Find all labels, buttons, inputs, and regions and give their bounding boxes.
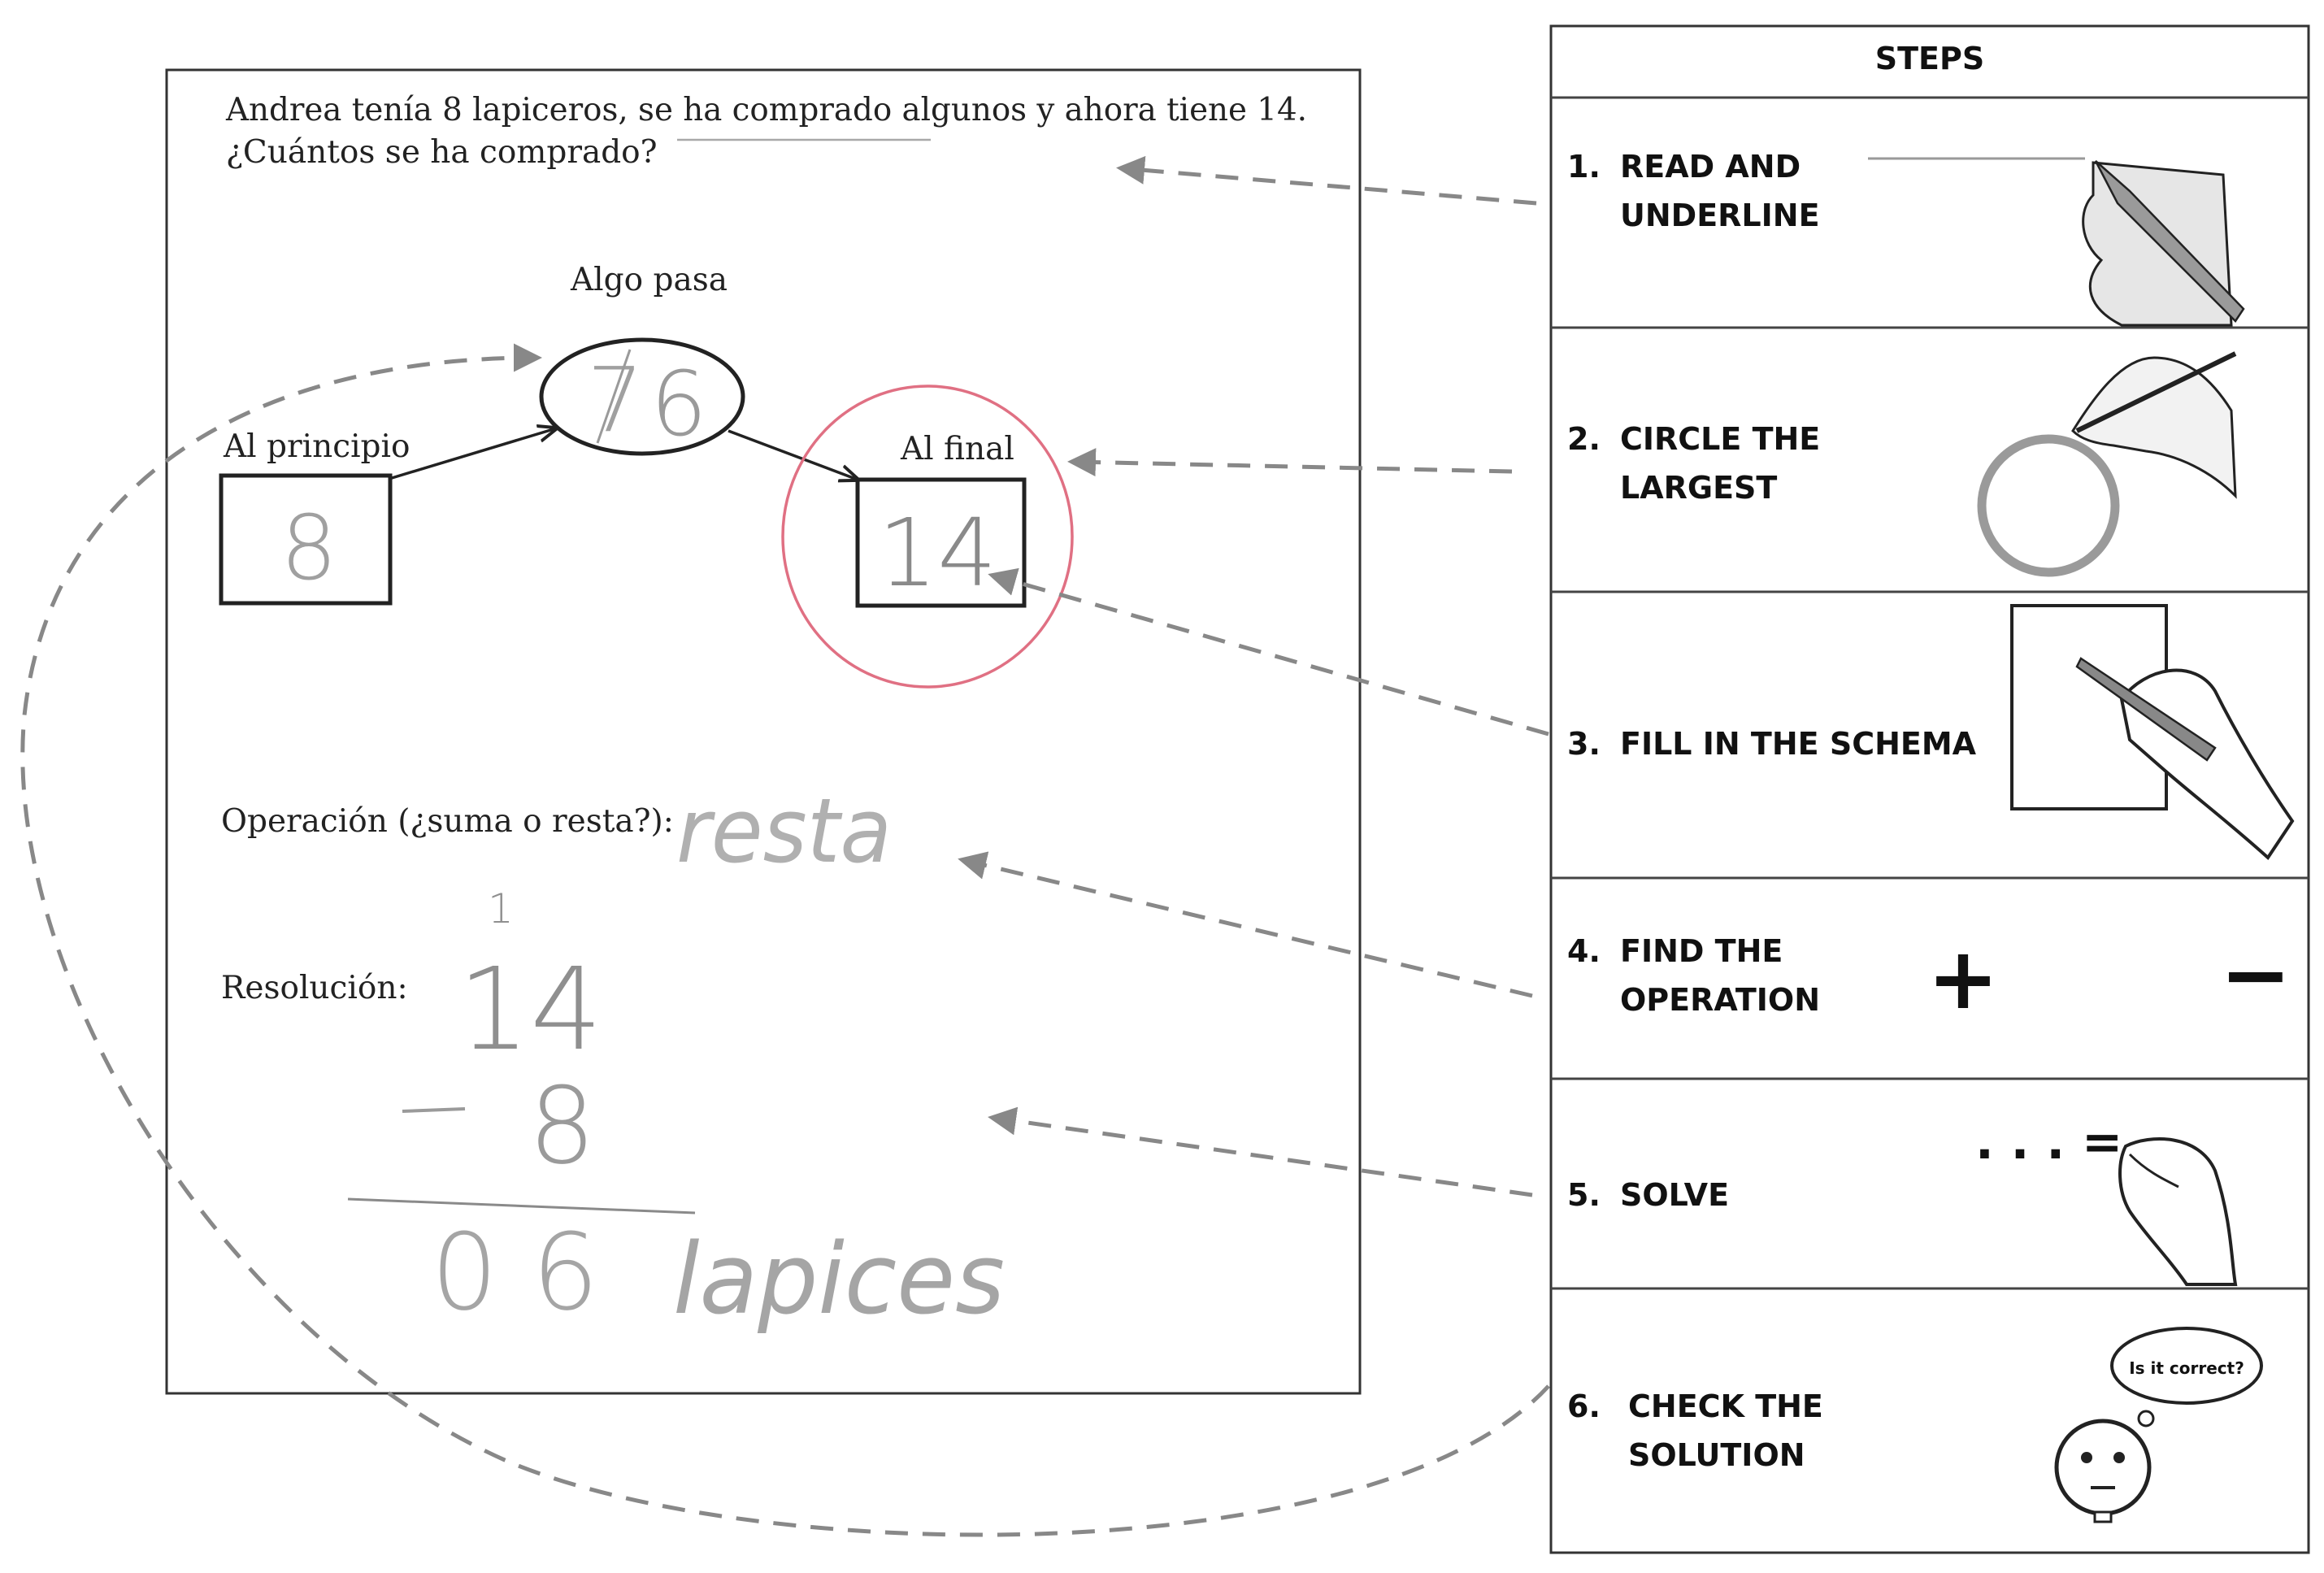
plus-sign: + [1927,929,1999,1028]
hand-solve-icon: . . . = [1975,1114,2238,1286]
step-label: CHECK THE [1628,1388,1823,1424]
step-2: 2. CIRCLE THE LARGEST [1567,351,2237,577]
step-number: 6. [1567,1388,1601,1424]
hand-end-value: 14 [878,499,997,608]
hand-operation: resta [676,779,892,883]
hand-circle-icon [1977,351,2237,577]
thinking-face-icon: Is it correct? [2054,1327,2263,1523]
start-box [219,473,393,606]
hand-middle-crossed: 7 [587,348,644,452]
connector-step1 [1116,155,1537,206]
steps-panel: STEPS 1. READ AND UNDERLINE 2. CIRCLE TH… [1549,24,2310,1554]
minus-sign: − [2220,925,2291,1024]
step-number: 3. [1567,726,1601,762]
cross-stroke [596,349,632,444]
step-number: 1. [1567,149,1601,185]
thought-bubble [2110,1327,2263,1405]
connector-step4 [958,851,1533,998]
hand-carry: 1 [488,885,514,932]
step-label: SOLUTION [1628,1437,1805,1473]
plus-minus-icon: + − [1927,925,2291,1028]
hand-start-value: 8 [280,496,337,600]
step-number: 2. [1567,421,1601,457]
solve-equation: . . . = [1975,1114,2122,1171]
connector-step5 [988,1106,1533,1197]
step-label: UNDERLINE [1620,198,1820,233]
hand-subtrahend: 8 [528,1064,596,1188]
arrow-middle-to-end [728,429,858,480]
operation-label: Operación (¿suma o resta?): [221,803,674,840]
label-al-final: Al final [900,431,1014,467]
hand-middle-value: 6 [650,352,707,456]
problem-line-1: Andrea tenía 8 lapiceros, se ha comprado… [225,92,1307,128]
step-3: 3. FILL IN THE SCHEMA [1567,604,2295,861]
dashed-connectors [20,155,1550,1537]
label-algo-pasa: Algo pasa [570,262,728,298]
hand-sum-line [347,1197,696,1215]
arrow-start-to-middle [391,428,556,480]
step-label: FILL IN THE SCHEMA [1620,726,1977,762]
step-number: 5. [1567,1177,1601,1213]
resolution-label: Resolución: [221,970,408,1006]
worksheet-panel: Andrea tenía 8 lapiceros, se ha comprado… [165,68,1362,1395]
connector-step6-loop [20,343,1550,1537]
step-number: 4. [1567,933,1601,969]
hand-minuend: 14 [458,944,602,1076]
step-label: FIND THE [1620,933,1783,969]
step-label: SOLVE [1620,1177,1729,1213]
step-1: 1. READ AND UNDERLINE [1567,149,2245,327]
red-circle-largest [781,385,1074,689]
step-6: 6. CHECK THE SOLUTION Is it correct? [1567,1327,2263,1523]
step-label: OPERATION [1620,982,1820,1018]
step-label: LARGEST [1620,470,1777,506]
worksheet-frame [165,68,1362,1395]
step-label: CIRCLE THE [1620,421,1820,457]
pencil-underline-icon [1868,157,2245,327]
thought-bubble-text: Is it correct? [2129,1358,2244,1378]
step-4: 4. FIND THE OPERATION + − [1567,925,2291,1028]
hand-writing-card-icon [2010,604,2295,861]
hand-result: 0 6 [431,1210,599,1334]
problem-line-2: ¿Cuántos se ha comprado? [226,134,658,171]
middle-ellipse [539,337,745,456]
step-5: 5. SOLVE . . . = [1567,1114,2238,1286]
hand-minus-stroke [402,1107,466,1113]
step-label: READ AND [1620,149,1801,185]
connector-step3 [988,567,1549,737]
steps-header: STEPS [1875,41,1984,76]
label-al-principio: Al principio [223,428,410,465]
hand-unit: lapices [673,1223,1005,1336]
